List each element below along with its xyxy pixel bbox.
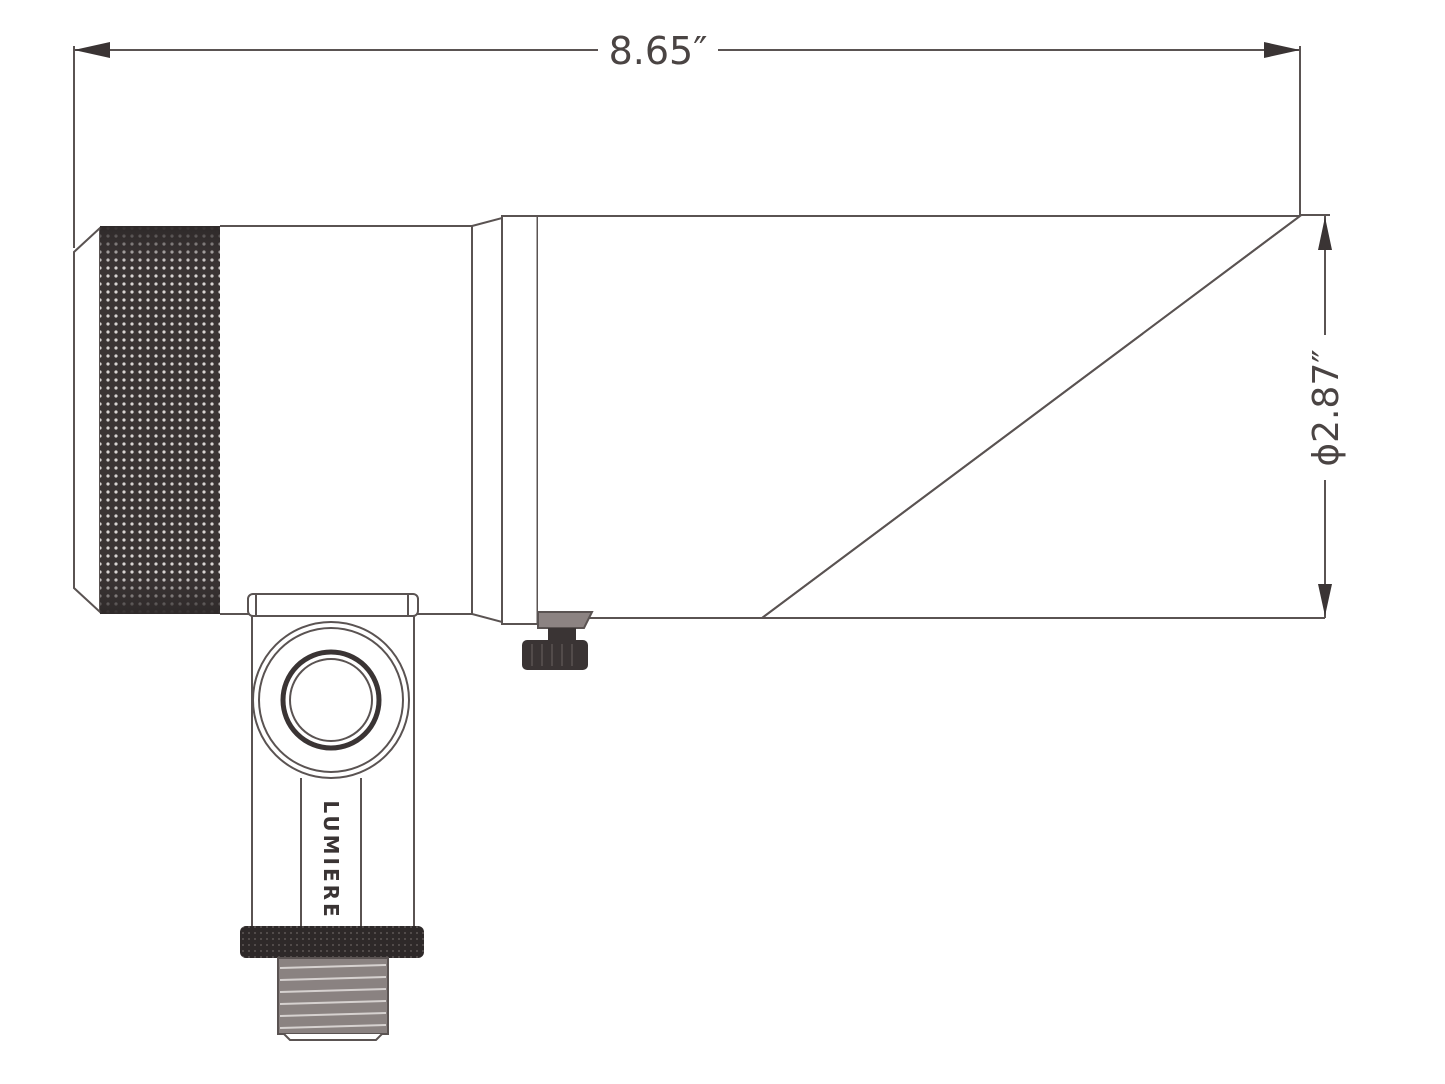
arrowhead-down-icon — [1318, 584, 1332, 616]
arrowhead-left-icon — [74, 42, 110, 58]
mounting-knuckle — [247, 593, 419, 929]
length-dimension — [73, 46, 1301, 248]
brand-mark: LUMIERE — [319, 800, 343, 919]
knurled-end-cap — [73, 225, 220, 615]
rear-body — [220, 215, 540, 625]
glare-shroud — [538, 215, 1325, 619]
arrowhead-up-icon — [1318, 217, 1332, 250]
lock-nut — [240, 926, 424, 958]
overall-length-label: 8.65″ — [609, 29, 708, 73]
arrowhead-right-icon — [1264, 42, 1300, 58]
tilt-adjustment-knob — [522, 611, 594, 670]
diameter-label: ϕ2.87″ — [1306, 349, 1347, 466]
threaded-stem — [277, 957, 389, 1041]
